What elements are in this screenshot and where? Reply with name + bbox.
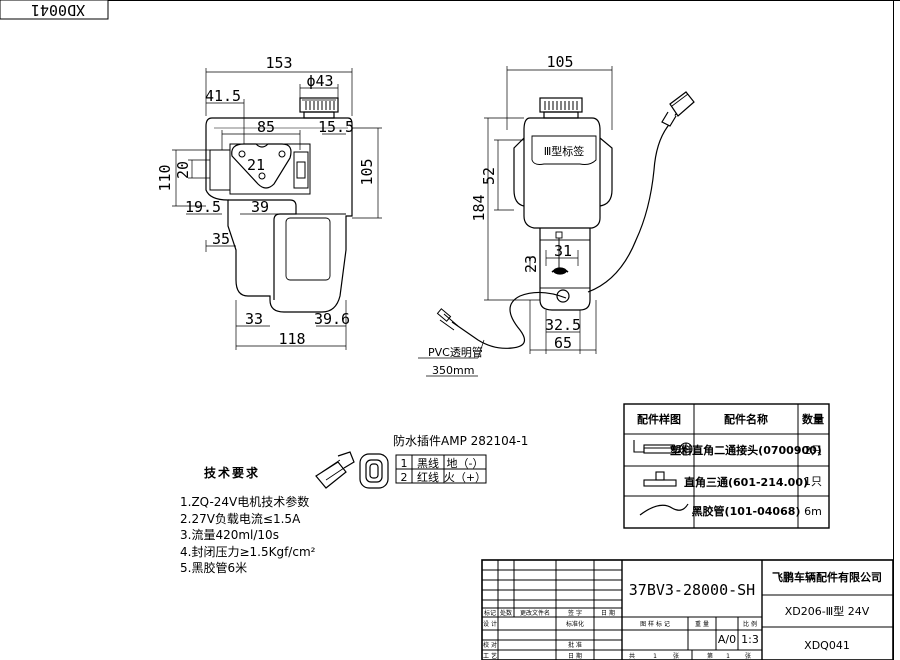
tb-sheet-no: 第: [707, 652, 713, 660]
dim-65: 65: [554, 334, 572, 352]
parts-row3-qty: 6m: [804, 505, 822, 518]
parts-table-text: 配件样图 配件名称 数量 塑料直角二通接头(0700900) 2只 直角三通(6…: [637, 412, 824, 518]
title-block-text: 37BV3-28000-SH 飞鹏车辆配件有限公司 XD206-Ⅲ型 24V X…: [483, 570, 882, 660]
tb-date2: 日 期: [568, 652, 582, 660]
tb-count: 处数: [500, 609, 512, 617]
tank-body-right: [523, 117, 601, 229]
tank-mount-right: [539, 228, 591, 311]
tb-total-n: 1: [653, 653, 657, 660]
dim-15-5: 15.5: [318, 118, 354, 136]
title-block: [481, 559, 894, 660]
parts-row2-qty: 1只: [804, 475, 822, 488]
dim-31: 31: [554, 242, 572, 260]
left-view-dims: 153 ϕ43 41.5 85 15.5 110 20 105 21 19.5 …: [156, 54, 376, 348]
tb-ratio: 比 例: [743, 620, 757, 628]
tb-weight: 重 量: [695, 620, 709, 628]
dim-39: 39: [251, 198, 269, 216]
tech-req-item: 3.流量420ml/10s: [180, 528, 279, 542]
parts-header-image: 配件样图: [637, 412, 681, 426]
pin2-no: 2: [401, 471, 408, 484]
parts-header-name: 配件名称: [724, 412, 768, 426]
parts-row3-name: 黑胶管(101-04068): [692, 504, 801, 518]
tech-req-item: 5.黑胶管6米: [180, 561, 248, 575]
dim-184: 184: [470, 194, 488, 221]
drawing-number: 37BV3-28000-SH: [629, 581, 755, 599]
pin1-color: 黑线: [417, 456, 439, 470]
pin2-color: 红线: [417, 470, 439, 484]
left-view: [172, 68, 382, 350]
corner-label: XD0041: [31, 1, 85, 19]
dim-21: 21: [247, 156, 265, 174]
parts-row2-name: 直角三通(601-214.00): [684, 475, 808, 489]
tb-check: 校 对: [483, 641, 497, 649]
right-view: [418, 66, 695, 377]
wire-harness: [587, 107, 681, 293]
dim-39-6: 39.6: [314, 310, 350, 328]
format-value: A/0: [718, 633, 736, 646]
tb-total: 共: [629, 652, 635, 660]
tb-process: 工 艺: [483, 652, 497, 660]
right-view-dims: 105 52 184 31 23 32.5 65 Ⅲ型标签 PVC透明管 350…: [428, 53, 584, 377]
parts-row1-qty: 2只: [804, 444, 822, 457]
corner-label-box: [0, 0, 109, 20]
dim-118: 118: [278, 330, 305, 348]
pin1-no: 1: [401, 457, 408, 470]
tb-sign: 签 字: [568, 609, 582, 617]
connector-pin-rows: 1 黑线 地（-） 2 红线 火（+）: [401, 456, 487, 484]
dim-20: 20: [174, 161, 192, 179]
dim-41-5: 41.5: [205, 87, 241, 105]
dim-32-5: 32.5: [545, 316, 581, 334]
tech-req-item: 1.ZQ-24V电机技术参数: [180, 495, 310, 509]
tb-sheets: 张: [673, 652, 679, 660]
connector-figure: [315, 451, 389, 489]
dim-phi43: ϕ43: [306, 72, 333, 90]
connector-pin-table: [395, 454, 487, 484]
tb-approve: 批 准: [568, 641, 582, 649]
tech-req-item: 4.封闭压力≥1.5Kgf/cm²: [180, 544, 316, 559]
parts-row1-name: 塑料直角二通接头(0700900): [670, 443, 822, 457]
pump-flange: [231, 143, 292, 189]
tb-sheet-n: 1: [726, 653, 730, 660]
product-name: XD206-Ⅲ型 24V: [785, 604, 870, 618]
tb-mark: 标记: [484, 609, 496, 617]
tb-standard: 标准化: [566, 620, 584, 628]
dim-85: 85: [257, 118, 275, 136]
parts-table: [623, 403, 830, 529]
tb-change-doc: 更改文件名: [520, 609, 550, 617]
tb-date: 日 期: [601, 609, 615, 617]
pin2-signal: 火（+）: [444, 471, 486, 484]
company-name: 飞鹏车辆配件有限公司: [772, 570, 882, 584]
scale-value: 1:3: [741, 633, 759, 646]
dim-105: 105: [358, 158, 376, 185]
label-tag: Ⅲ型标签: [544, 144, 585, 158]
dim-19-5: 19.5: [185, 198, 221, 216]
connector-title: 防水插件AMP 282104-1: [393, 434, 529, 448]
tb-design: 设 计: [483, 620, 497, 628]
pvc-label: PVC透明管: [428, 345, 483, 359]
product-code: XDQ041: [804, 639, 850, 652]
parts-header-qty: 数量: [802, 412, 824, 426]
pvc-length: 350mm: [432, 364, 474, 377]
dim-110: 110: [156, 164, 174, 191]
tech-req-item: 2.27V负载电流≤1.5A: [180, 511, 301, 526]
tech-req-list: 1.ZQ-24V电机技术参数 2.27V负载电流≤1.5A 3.流量420ml/…: [180, 494, 315, 577]
dim-105-right: 105: [546, 53, 573, 71]
tech-req-title: 技术要求: [204, 466, 261, 480]
dim-33: 33: [245, 310, 263, 328]
pvc-tube: [451, 291, 567, 349]
dim-23: 23: [522, 255, 540, 273]
tank-outline-left: [205, 117, 353, 313]
tb-sheet-unit: 张: [745, 652, 751, 660]
dim-153: 153: [265, 54, 292, 72]
dim-35: 35: [212, 230, 230, 248]
tb-stage: 图 样 标 记: [640, 620, 670, 628]
pin1-signal: 地（-）: [447, 457, 484, 470]
dim-52: 52: [480, 167, 498, 185]
